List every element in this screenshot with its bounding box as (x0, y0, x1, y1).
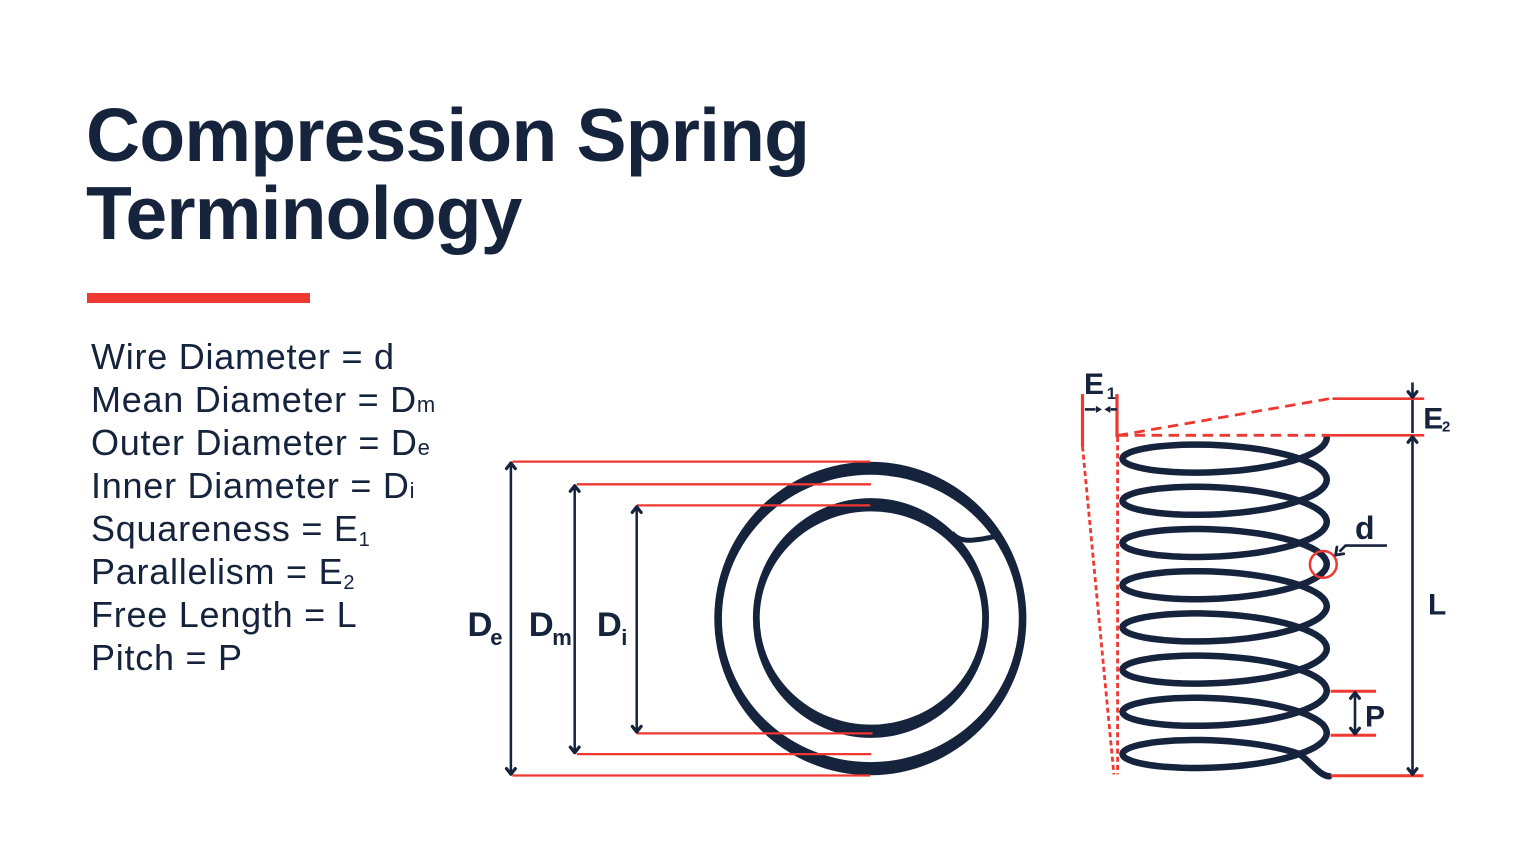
svg-text:d: d (1355, 510, 1375, 546)
svg-text:i: i (621, 625, 627, 650)
svg-text:D: D (597, 606, 622, 644)
svg-text:D: D (468, 606, 493, 644)
svg-text:L: L (1428, 588, 1446, 621)
svg-text:1: 1 (1107, 385, 1116, 403)
svg-text:D: D (529, 606, 554, 644)
svg-text:e: e (490, 625, 502, 650)
svg-text:m: m (552, 625, 572, 650)
svg-text:2: 2 (1442, 419, 1450, 436)
svg-text:E: E (1423, 402, 1443, 435)
svg-text:P: P (1365, 700, 1385, 733)
svg-text:E: E (1084, 368, 1104, 401)
